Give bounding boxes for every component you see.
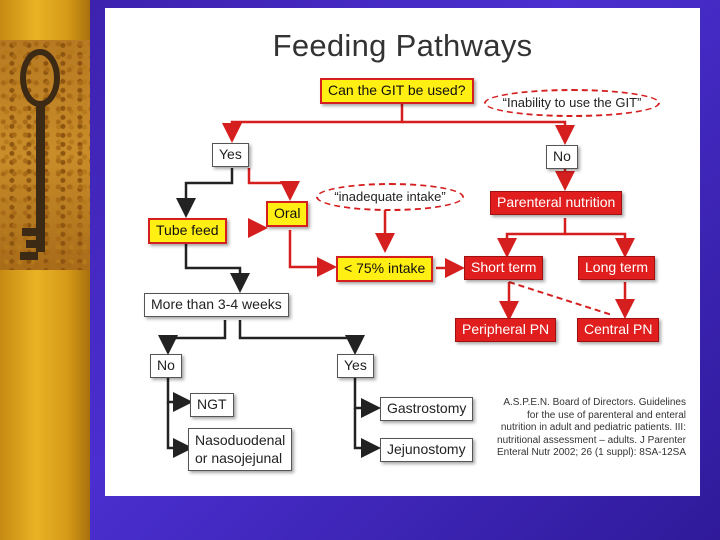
more-than-3-4-weeks-box: More than 3-4 weeks [144,293,289,317]
short-term-box: Short term [464,256,544,280]
central-pn-box: Central PN [577,318,660,342]
long-term-box: Long term [578,256,656,280]
parenteral-nutrition-box: Parenteral nutrition [490,191,623,215]
inadequate-intake-callout: “inadequate intake” [316,183,464,211]
gastrostomy-box: Gastrostomy [380,397,474,421]
inability-callout: “Inability to use the GIT” [484,89,660,117]
ngt-box: NGT [190,393,234,417]
nasoduodenal-line-2: or nasojejunal [195,449,283,466]
nasoduodenal-line-1: Nasoduodenal [195,432,286,448]
yes-top-box: Yes [212,143,249,167]
slide-title: Feeding Pathways [272,28,533,63]
antique-key-photo [0,40,90,270]
key-icon [20,49,60,260]
yes-bottom-box: Yes [337,354,374,378]
nasoduodenal-box: Nasoduodenal or nasojejunal [188,428,293,471]
peripheral-pn-box: Peripheral PN [455,318,557,342]
oral-box: Oral [266,201,309,227]
git-question-box: Can the GIT be used? [320,78,474,104]
tube-feed-box: Tube feed [148,218,227,244]
no-top-box: No [546,145,578,169]
reference-citation: A.S.P.E.N. Board of Directors. Guideline… [497,397,686,458]
no-bottom-box: No [150,354,182,378]
jejunostomy-box: Jejunostomy [380,438,473,462]
less-than-75-intake-box: < 75% intake [336,256,434,282]
